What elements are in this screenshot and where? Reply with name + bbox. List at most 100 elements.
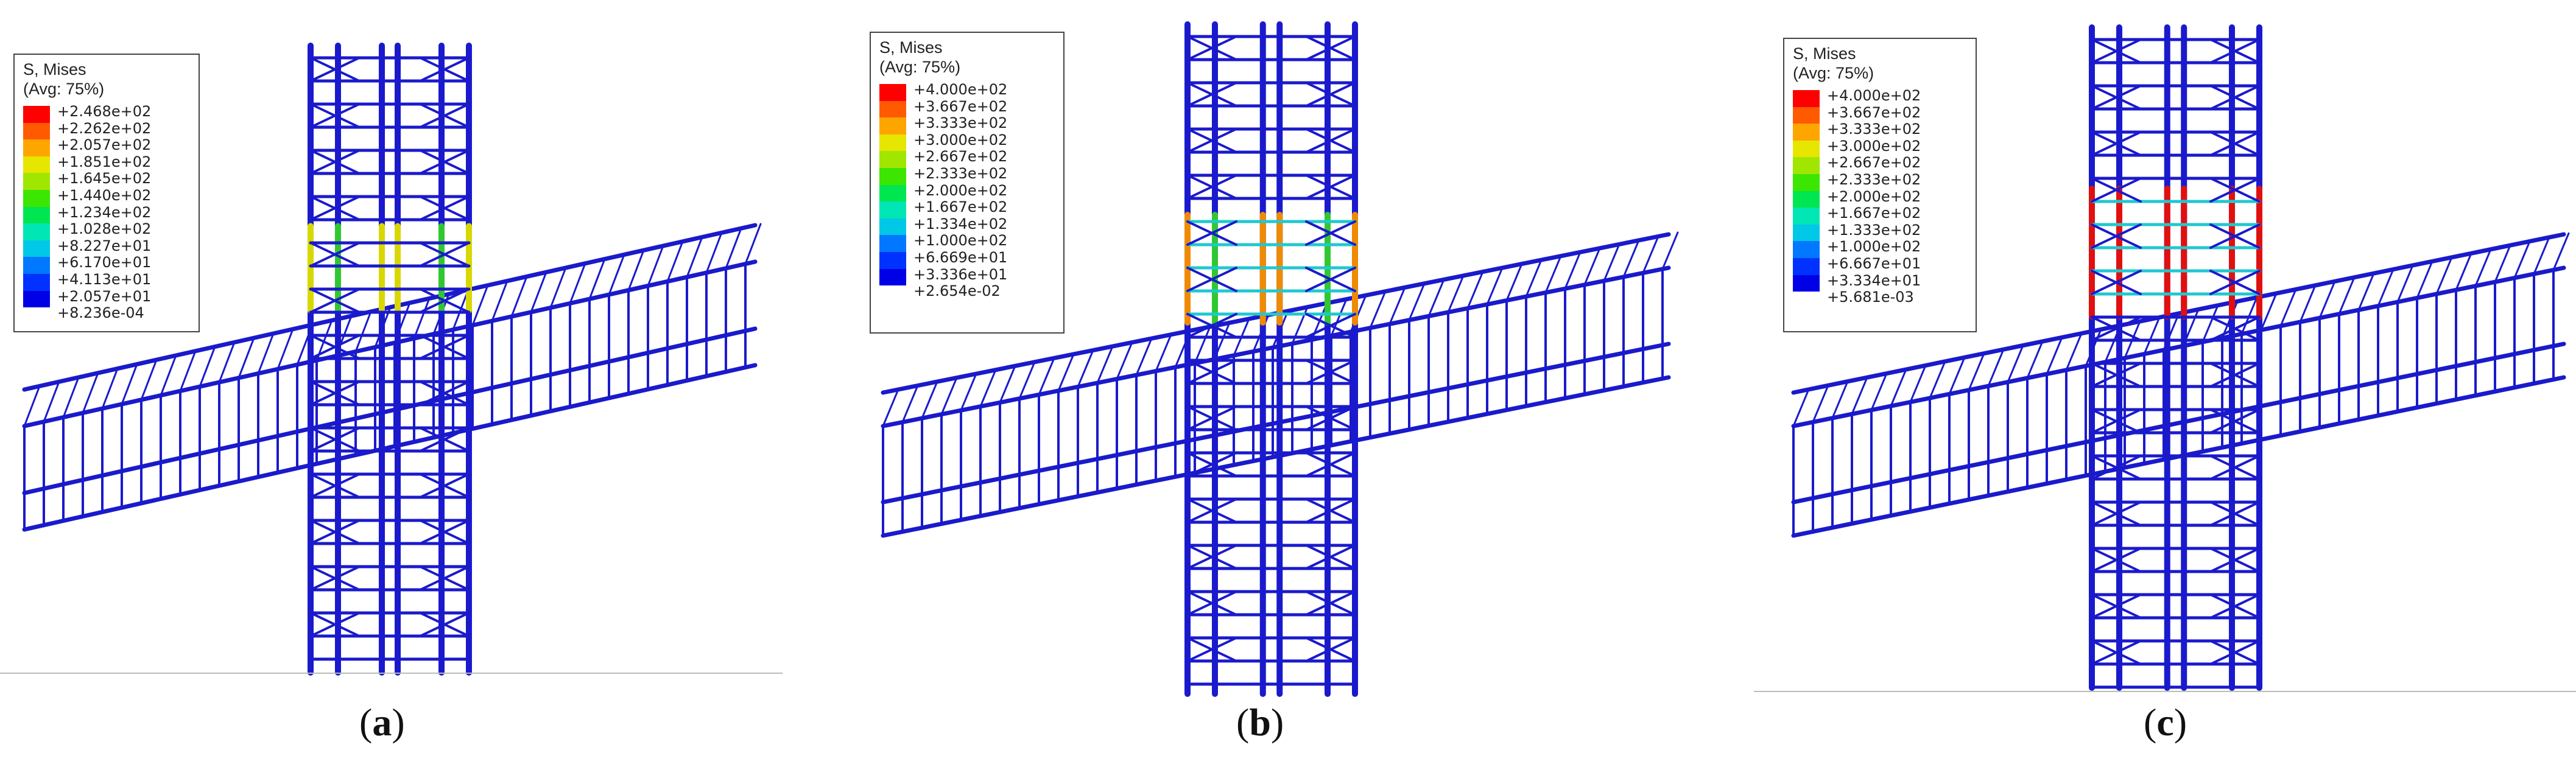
beam-top-bar (881, 265, 1671, 428)
beam-stirrup (1057, 353, 1075, 392)
column-cross-tie (2209, 408, 2261, 434)
beam-stirrup (2260, 292, 2278, 331)
column-cross-tie (1305, 359, 1356, 385)
column-cross-tie (309, 427, 361, 452)
beam-stirrup (510, 275, 528, 318)
beam-stirrup (1135, 337, 1153, 376)
legend-value: +6.669e+01 (913, 248, 1008, 266)
column-cross-tie (2209, 131, 2261, 156)
beam-stirrup (491, 280, 509, 322)
beam-stirrup (705, 231, 723, 274)
column-cross-tie (419, 380, 470, 406)
beam-stirrup (2026, 340, 2044, 379)
beam-stirrup (921, 380, 938, 419)
legend-value: +3.333e+02 (913, 114, 1008, 132)
beam-stirrup (1505, 263, 1523, 302)
column-cross-tie (1305, 128, 1356, 153)
beam-stirrup (882, 388, 899, 427)
beam-stirrup (1642, 235, 1659, 274)
beam-bottom-bar (22, 363, 758, 532)
legend-title-b: S, Mises (Avg: 75%) (879, 38, 961, 76)
legend-swatch (1793, 173, 1820, 191)
legend-swatch (879, 151, 906, 168)
beam-stirrup (1466, 270, 1484, 310)
column-cross-tie (419, 473, 470, 498)
column-cross-tie (2209, 223, 2261, 249)
beam-stirrup (588, 258, 606, 300)
beam-stirrup (1661, 231, 1679, 270)
legend-swatch (1793, 157, 1820, 174)
legend-swatch (23, 156, 50, 173)
legend-swatch (23, 273, 50, 291)
legend-value: +2.000e+02 (1827, 187, 1921, 205)
beam-bottom-bar (881, 375, 1671, 538)
beam-stirrup (2357, 272, 2375, 311)
column-cross-tie (1305, 498, 1356, 523)
legend-swatch (1793, 257, 1820, 275)
legend-value: +1.440e+02 (57, 186, 152, 204)
beam-stirrup (23, 385, 41, 427)
beam-stirrup (1427, 278, 1445, 317)
beam-stirrup (1116, 341, 1133, 380)
beam-stirrup (238, 337, 255, 379)
beam-stirrup (179, 350, 197, 392)
column-cross-tie (309, 149, 361, 175)
legend-swatch (23, 290, 50, 308)
caption-b: (b) (1236, 701, 1284, 744)
legend-value: +1.851e+02 (57, 153, 152, 170)
column-cross-tie (2209, 547, 2261, 573)
beam-stirrup (1909, 364, 1927, 404)
beam-stirrup (2494, 244, 2511, 283)
beam-stirrup (1870, 373, 1888, 411)
legend-value: +2.667e+02 (1827, 154, 1921, 172)
legend-swatch (1793, 241, 1820, 258)
beam-stirrup (1077, 349, 1094, 388)
beam-stirrup (1968, 352, 1985, 391)
beam-stirrup (2396, 264, 2414, 303)
beam-stirrup (569, 262, 586, 304)
column-cross-tie (2209, 38, 2261, 64)
beam-stirrup (1929, 360, 1946, 399)
beam-stirrup (471, 284, 489, 326)
beam-stirrup (1831, 380, 1849, 419)
legend-value: +3.667e+02 (913, 97, 1008, 115)
beam-stirrup (2416, 260, 2433, 299)
column-cross-tie (1305, 220, 1356, 246)
beam-stirrup (140, 359, 158, 401)
column-cross-tie (2091, 362, 2142, 388)
column-cross-tie (309, 103, 361, 128)
beam-stirrup (257, 332, 275, 375)
legend-values-c: +4.000e+02+3.667e+02+3.333e+02+3.000e+02… (1827, 87, 1968, 306)
column-cross-tie (2209, 85, 2261, 110)
legend-swatch (23, 189, 50, 207)
legend-swatch (23, 122, 50, 140)
column-cross-tie (2209, 316, 2261, 341)
legend-value: +2.468e+02 (57, 103, 152, 120)
panel-a: S, Mises (Avg: 75%) +2.468e+02+2.262e+02… (0, 0, 859, 773)
beam-stirrup (999, 365, 1016, 404)
beam-stirrup (960, 373, 977, 411)
column-cross-tie (2091, 38, 2142, 64)
legend-colorbar-c (1793, 90, 1820, 292)
beam-stirrup (1812, 384, 1829, 423)
column-cross-tie (1186, 128, 1237, 153)
column-cross-tie (1305, 590, 1356, 616)
beam-stirrup (82, 372, 99, 414)
column-cross-tie (1186, 498, 1237, 523)
column-cross-tie (1305, 637, 1356, 662)
beam-stirrup (121, 363, 138, 405)
legend-swatch (1793, 275, 1820, 292)
column-cross-tie (1186, 35, 1237, 61)
legend-value: +5.681e-03 (1827, 289, 1914, 306)
legend-swatch (879, 167, 906, 185)
legend-swatch (879, 235, 906, 252)
column-cross-tie (419, 149, 470, 175)
column-cross-tie (309, 519, 361, 545)
legend-c: S, Mises (Avg: 75%) +4.000e+02+3.667e+02… (1783, 38, 1977, 332)
beam-stirrup (686, 236, 703, 278)
legend-swatch (879, 184, 906, 202)
legend-swatch (879, 100, 906, 118)
column-cross-tie (2209, 455, 2261, 480)
ground-line-c (1754, 691, 2576, 692)
legend-swatch (23, 139, 50, 156)
